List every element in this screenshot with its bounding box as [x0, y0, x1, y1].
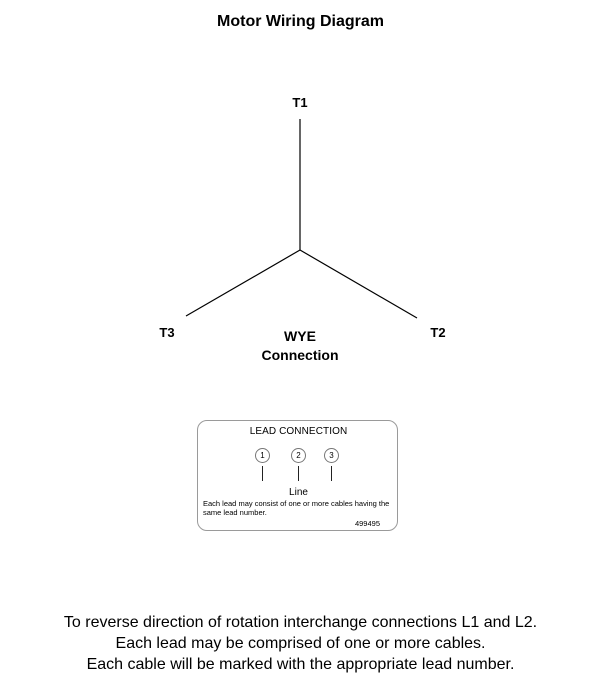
terminal-t3-label: T3 [159, 325, 175, 340]
t3-winding-line [185, 249, 301, 317]
diagram-title: Motor Wiring Diagram [217, 13, 384, 30]
instructions: To reverse direction of rotation interch… [0, 612, 601, 675]
connection-type-line2: Connection [261, 347, 339, 363]
lead-wire [331, 466, 332, 481]
instruction-line-2: Each lead may be comprised of one or mor… [115, 635, 486, 652]
terminal-t2-label: T2 [430, 325, 446, 340]
line-label: Line [289, 487, 308, 498]
lead-1: 1 [255, 448, 271, 481]
terminal-t1-label: T1 [292, 95, 308, 110]
lead-number-badge: 1 [255, 448, 270, 463]
lead-wire [262, 466, 263, 481]
connection-type-line1: WYE [284, 328, 316, 344]
lead-2: 2 [291, 448, 307, 481]
lead-connection-plate: LEAD CONNECTION 1 2 3 Line Each lead may… [197, 420, 398, 531]
part-number: 499495 [354, 519, 380, 528]
instruction-line-3: Each cable will be marked with the appro… [86, 656, 515, 673]
lead-number-badge: 2 [291, 448, 306, 463]
instruction-line-1: To reverse direction of rotation interch… [63, 614, 538, 631]
t2-winding-line [299, 249, 418, 319]
lead-number-badge: 3 [324, 448, 339, 463]
wye-diagram [185, 119, 418, 319]
lead-plate-title: LEAD CONNECTION [249, 426, 348, 437]
lead-wire [298, 466, 299, 481]
connection-type-label: WYE Connection [200, 327, 400, 365]
lead-plate-note: Each lead may consist of one or more cab… [203, 499, 390, 517]
lead-3: 3 [324, 448, 340, 481]
